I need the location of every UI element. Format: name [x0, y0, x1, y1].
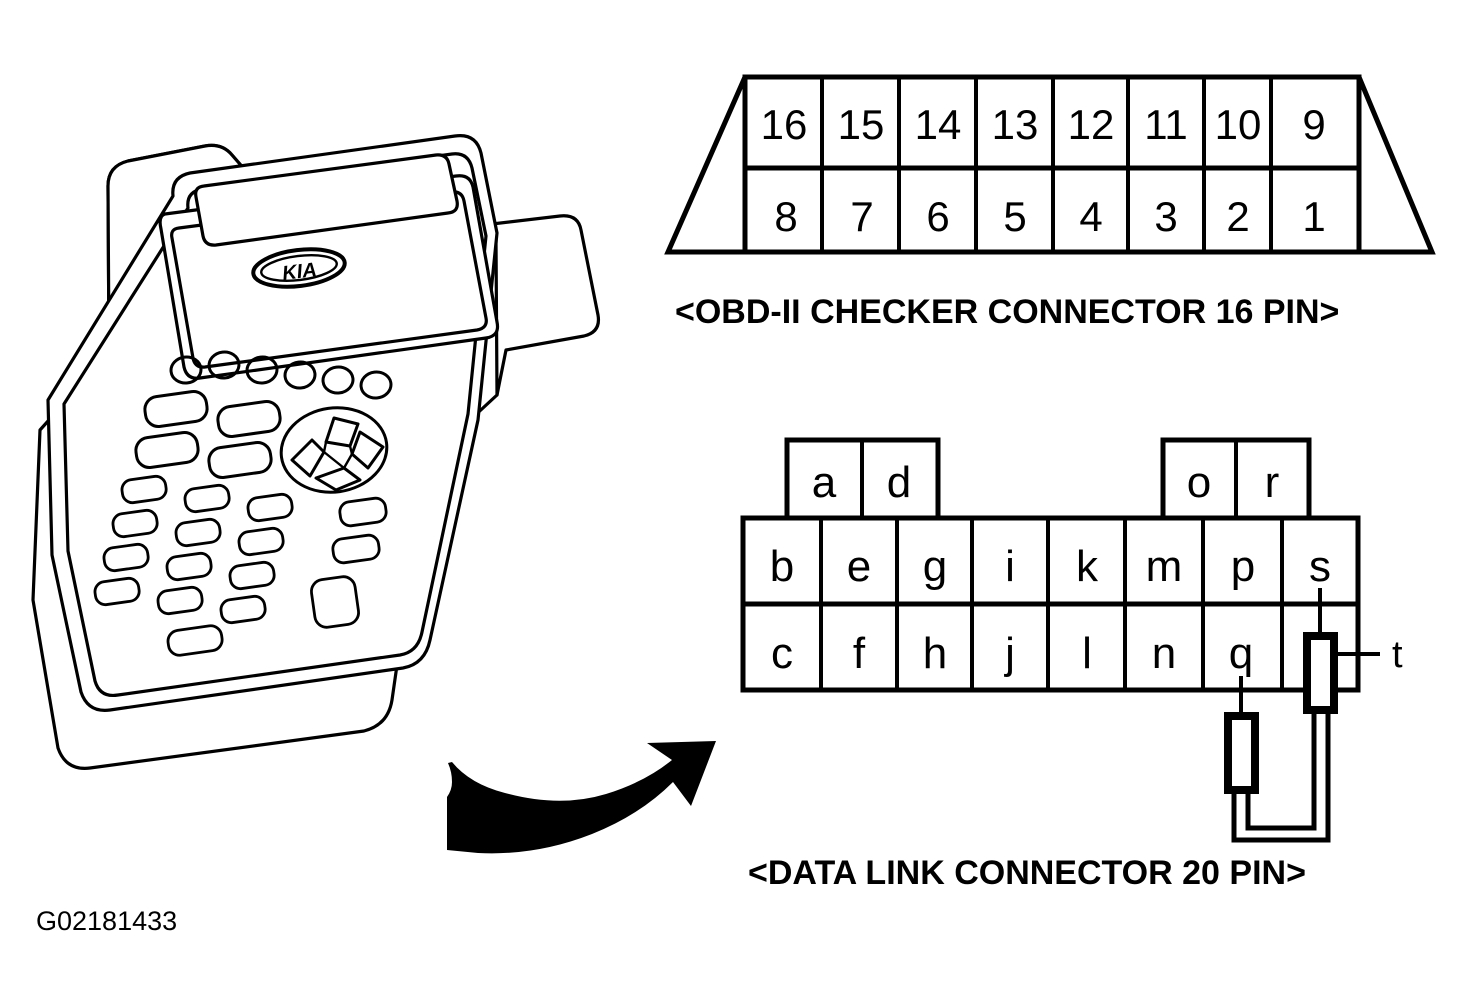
round-button-6	[359, 370, 393, 400]
scan-tool-keypad	[93, 474, 294, 657]
dlc-pin-label: k	[1076, 542, 1099, 591]
dlc-pin-label: a	[812, 458, 837, 507]
jumper-wire-loop	[1231, 712, 1331, 843]
keypad-key	[165, 551, 213, 582]
data-link-connector: a d o r b e g i k m p s c f h j l n q	[740, 437, 1403, 892]
kia-scan-tool: KIA	[31, 134, 601, 770]
obd-connector-caption: <OBD-II CHECKER CONNECTOR 16 PIN>	[675, 293, 1339, 331]
dlc-upper-left-labels: a d	[812, 458, 911, 507]
keypad-key-wide	[166, 624, 224, 657]
keypad-key	[111, 508, 159, 539]
keypad-key	[219, 594, 267, 625]
obd-pin-label: 16	[761, 101, 808, 148]
dlc-pin-label: j	[1003, 629, 1015, 678]
function-key-4	[207, 441, 273, 479]
keypad-key	[237, 526, 285, 557]
obd-pin-label: 5	[1003, 193, 1026, 240]
dlc-pin-label: i	[1005, 542, 1015, 591]
obd-pin-label: 7	[850, 193, 873, 240]
dlc-pin-label: c	[771, 629, 793, 678]
obd-pin-label: 12	[1068, 101, 1115, 148]
scan-tool-function-keys	[134, 390, 282, 479]
dlc-pin-label: p	[1231, 542, 1255, 591]
dlc-pin-label: f	[853, 629, 866, 678]
scan-tool-side-keys	[310, 496, 388, 629]
keypad-key	[156, 585, 204, 616]
scan-tool-round-buttons	[169, 350, 393, 400]
keypad-key	[246, 492, 294, 523]
keypad-key	[228, 560, 276, 591]
dlc-pin-label: q	[1229, 629, 1253, 678]
dpad-right-segment	[350, 430, 385, 470]
keypad-key	[174, 517, 222, 548]
keypad-key	[102, 542, 150, 573]
dlc-upper-right-labels: o r	[1187, 458, 1280, 507]
dlc-pin-label: n	[1152, 629, 1176, 678]
obd-pin-label: 15	[838, 101, 885, 148]
obd-pin-label: 8	[774, 193, 797, 240]
obd-pin-label: 1	[1302, 193, 1325, 240]
obd-top-row-labels: 16 15 14 13 12 11 10 9	[761, 101, 1326, 148]
dlc-pin-label: d	[887, 458, 911, 507]
obd-pin-label: 6	[926, 193, 949, 240]
dlc-bottom-row-labels: c f h j l n q	[771, 629, 1253, 678]
obd-pin-label: 11	[1144, 101, 1188, 148]
obd-bottom-row-labels: 8 7 6 5 4 3 2 1	[774, 193, 1325, 240]
dlc-pin-label: m	[1146, 542, 1183, 591]
function-key-2	[216, 400, 282, 438]
direction-pad	[279, 406, 389, 494]
obd-pin-label: 10	[1215, 101, 1262, 148]
round-button-5	[321, 365, 355, 395]
dlc-pin-label: o	[1187, 458, 1211, 507]
dlc-pin-label: h	[923, 629, 947, 678]
dpad-left-segment	[290, 438, 326, 478]
keypad-key	[93, 576, 141, 607]
keypad-key	[120, 474, 168, 505]
curved-pointer-arrow	[447, 741, 716, 854]
obd-pin-label: 3	[1154, 193, 1177, 240]
side-key-1	[338, 496, 388, 528]
obd-pin-label: 9	[1302, 101, 1325, 148]
dlc-pin-label: r	[1265, 458, 1280, 507]
kia-logo: KIA	[251, 247, 347, 289]
scan-tool-handle-slot	[194, 153, 459, 247]
dpad-center	[322, 440, 354, 470]
jumper-label-t: t	[1392, 634, 1403, 676]
kia-logo-text: KIA	[281, 259, 318, 285]
round-button-1	[169, 355, 203, 385]
dlc-pin-label: g	[923, 542, 947, 591]
side-key-enter	[310, 575, 360, 629]
obd-pin-label: 13	[992, 101, 1039, 148]
dlc-cell-dividers	[819, 518, 1284, 690]
jumper-wire-loop-inner	[1245, 712, 1317, 831]
dlc-connector-caption: <DATA LINK CONNECTOR 20 PIN>	[748, 854, 1306, 892]
obd-pin-label: 2	[1226, 193, 1249, 240]
round-button-3	[245, 355, 279, 385]
side-key-2	[331, 533, 381, 565]
function-key-3	[134, 431, 200, 469]
function-key-1	[143, 390, 209, 428]
obd-pin-label: 4	[1079, 193, 1102, 240]
dpad-down-segment	[314, 466, 362, 492]
round-button-2	[207, 350, 241, 380]
obd-ii-checker-connector: 16 15 14 13 12 11 10 9 8 7 6 5 4 3 2 1 <…	[664, 74, 1436, 331]
round-button-4	[283, 360, 317, 390]
figure-id-label: G02181433	[36, 906, 177, 936]
dlc-pin-label: l	[1082, 629, 1092, 678]
dlc-pin-label: b	[770, 542, 794, 591]
dlc-pin-label: e	[847, 542, 871, 591]
dlc-pin-label: s	[1309, 542, 1331, 591]
jumper-probe-terminal-left	[1224, 712, 1259, 794]
dlc-jumper-wire: t	[1224, 588, 1403, 843]
jumper-probe-terminal-right	[1303, 632, 1338, 714]
keypad-key	[183, 483, 231, 514]
obd-cell-dividers	[820, 77, 1273, 252]
dlc-middle-row-labels: b e g i k m p s	[770, 542, 1331, 591]
obd-pin-label: 14	[915, 101, 962, 148]
